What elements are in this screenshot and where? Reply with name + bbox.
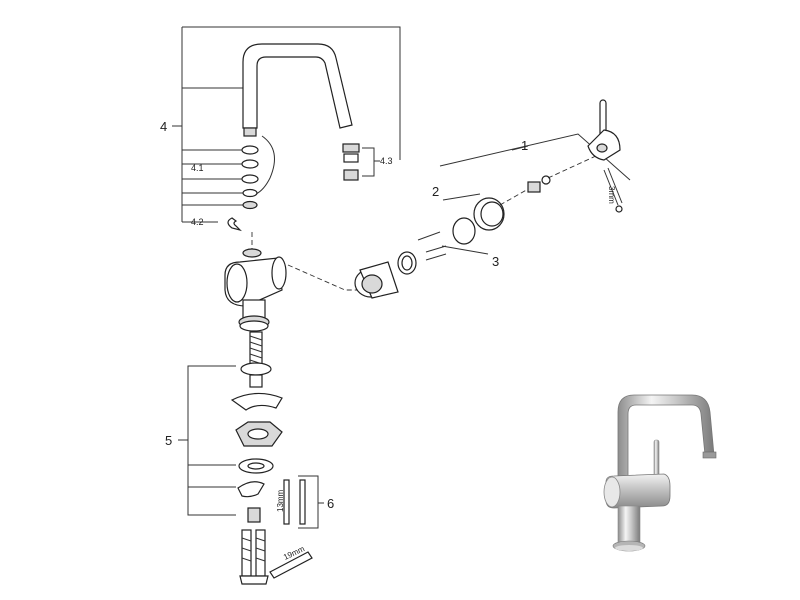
callout-3: 3: [492, 254, 499, 269]
retaining-clip: [227, 217, 242, 232]
mounting-group-5: [178, 331, 313, 585]
callout-2: 2: [432, 184, 439, 199]
bushing: [242, 200, 258, 210]
callout-6: 6: [327, 496, 334, 511]
horseshoe-washer: [230, 392, 283, 411]
product-photo-faucet: [603, 394, 717, 552]
supply-hose: [255, 529, 266, 577]
supply-hose: [241, 529, 252, 577]
o-ring: [242, 188, 258, 198]
aerator: [343, 169, 359, 181]
studs-group-6: [283, 475, 324, 529]
cartridge-assembly: [354, 99, 631, 299]
aerator-ring: [342, 143, 360, 153]
fixing-nut: [247, 507, 261, 523]
spout-ring: [243, 127, 257, 137]
faucet-body: [224, 232, 360, 332]
base-seal: [240, 362, 272, 376]
spout-group-4: [172, 26, 401, 232]
o-ring: [241, 174, 259, 184]
wrench: [269, 551, 313, 579]
callout-1: 1: [521, 138, 528, 153]
callout-4: 4: [160, 119, 167, 134]
o-ring: [241, 145, 259, 155]
dimension-13mm: 13mm: [276, 489, 285, 512]
fixing-fork: [237, 481, 265, 498]
callout-4-3: 4.3: [380, 156, 393, 166]
o-ring: [241, 159, 259, 169]
callout-4-1: 4.1: [191, 163, 204, 173]
dimension-3mm: 3mm: [607, 186, 616, 204]
spout-tube: [242, 43, 353, 129]
callout-4-2: 4.2: [191, 217, 204, 227]
callout-5: 5: [165, 433, 172, 448]
aerator-ring: [343, 153, 359, 163]
